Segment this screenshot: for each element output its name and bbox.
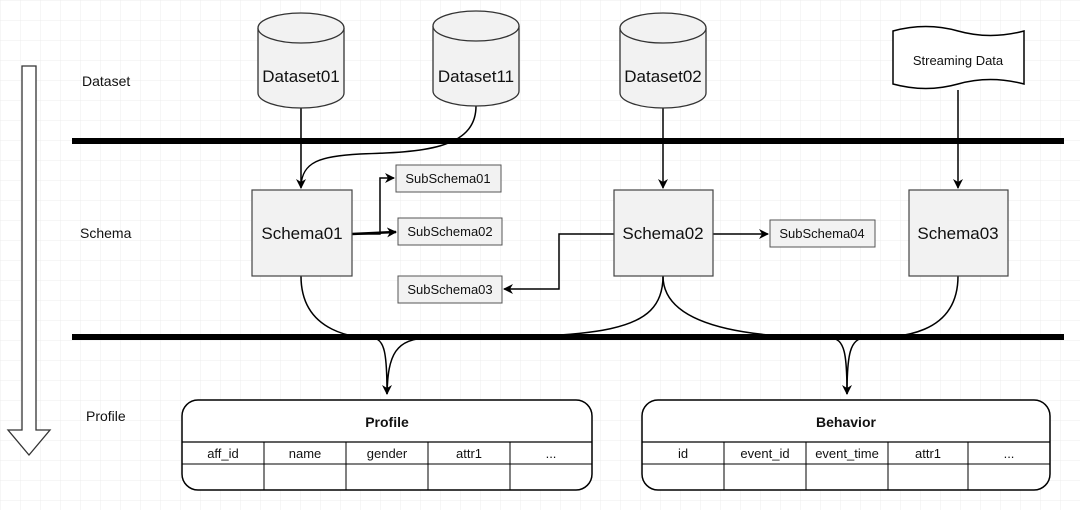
layer-label-profile: Profile [86, 408, 126, 424]
behavior-table: Behavior id event_id event_time attr1 ..… [641, 399, 1051, 491]
streaming-data-shape: Streaming Data [892, 25, 1025, 90]
subschema04-label: SubSchema04 [779, 226, 864, 241]
edge-schema01-profile [300, 275, 392, 395]
edge-schema02-behavior [662, 275, 852, 395]
dataset02-label: Dataset02 [624, 67, 702, 86]
behavior-table-title: Behavior [816, 414, 876, 430]
dataset02-cylinder: Dataset02 [619, 12, 707, 109]
dataset11-label: Dataset11 [438, 67, 514, 86]
dataset01-label: Dataset01 [262, 67, 340, 86]
subschema02-label: SubSchema02 [407, 224, 492, 239]
behavior-col-header: ... [1004, 446, 1015, 461]
subschema03-box: SubSchema03 [397, 275, 503, 304]
subschema01-box: SubSchema01 [395, 164, 502, 193]
schema02-box: Schema02 [613, 189, 714, 277]
profile-col-header: ... [546, 446, 557, 461]
profile-col-header: aff_id [207, 446, 239, 461]
behavior-col-header: id [678, 446, 688, 461]
edge-dataset11-schema01 [300, 105, 477, 187]
behavior-col-header: event_time [815, 446, 879, 461]
behavior-col-header: event_id [740, 446, 789, 461]
profile-col-header: attr1 [456, 446, 482, 461]
schema03-box: Schema03 [908, 189, 1009, 277]
streaming-data-label: Streaming Data [913, 53, 1004, 68]
dataset01-cylinder: Dataset01 [257, 12, 345, 109]
dataset11-cylinder: Dataset11 [432, 10, 520, 107]
subschema02-box: SubSchema02 [397, 217, 503, 246]
edge-schema03-behavior [846, 275, 959, 395]
subschema04-box: SubSchema04 [769, 219, 876, 248]
profile-table: Profile aff_id name gender attr1 ... [181, 399, 593, 491]
profile-col-header: name [289, 446, 322, 461]
edge-schema02-subschema03 [503, 233, 614, 294]
schema02-label: Schema02 [622, 224, 703, 243]
layer-label-dataset: Dataset [82, 73, 130, 89]
flow-down-arrow [6, 65, 52, 457]
edge-schema02-profile [386, 275, 664, 395]
schema01-label: Schema01 [261, 224, 342, 243]
schema01-box: Schema01 [251, 189, 353, 277]
edge-schema01-subschema02 [351, 227, 397, 238]
subschema03-label: SubSchema03 [407, 282, 492, 297]
layer-label-schema: Schema [80, 225, 132, 241]
subschema01-label: SubSchema01 [405, 171, 490, 186]
profile-table-title: Profile [365, 414, 409, 430]
schema03-label: Schema03 [917, 224, 998, 243]
behavior-col-header: attr1 [915, 446, 941, 461]
profile-col-header: gender [367, 446, 408, 461]
